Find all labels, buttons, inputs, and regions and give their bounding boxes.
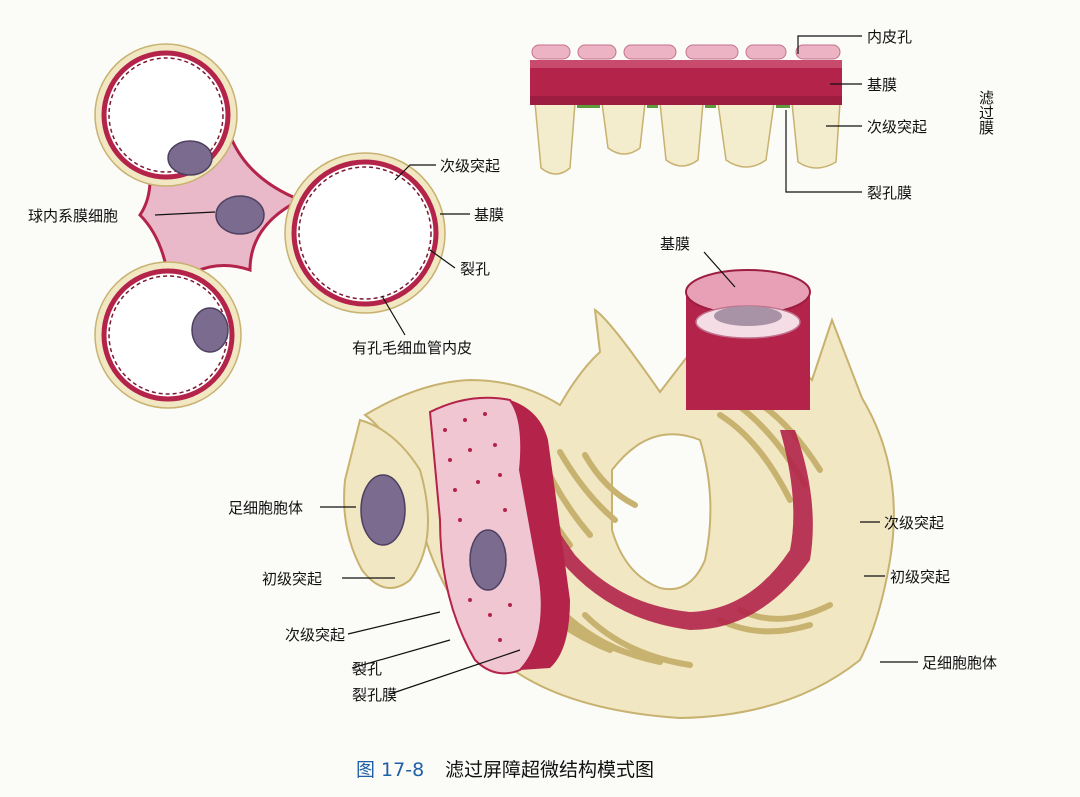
- label-primary-process-right: 初级突起: [890, 568, 950, 586]
- podocyte-3d-model: [343, 269, 895, 720]
- leader-lines: [154, 35, 918, 695]
- endothelial-nucleus: [469, 529, 507, 591]
- label-filtration-membrane: 滤过膜: [977, 90, 995, 136]
- label-basement-membrane-3d: 基膜: [660, 235, 690, 253]
- caption-title: 滤过屏障超微结构模式图: [445, 759, 654, 781]
- figure-caption: 图 17-8 滤过屏障超微结构模式图: [356, 759, 654, 781]
- label-secondary-process-top: 次级突起: [867, 118, 927, 136]
- label-podocyte-body-right: 足细胞胞体: [922, 654, 997, 672]
- foot-processes: [534, 102, 841, 175]
- podocyte-left-nucleus: [360, 474, 406, 546]
- label-primary-process-left: 初级突起: [262, 570, 322, 588]
- label-secondary-process-right: 次级突起: [884, 514, 944, 532]
- capillary-lumens: [101, 50, 439, 402]
- label-slit-left: 裂孔: [460, 260, 490, 278]
- label-slit-3d: 裂孔: [352, 660, 382, 678]
- slit-diaphragms: [577, 103, 790, 108]
- label-fenestrated-endothelium: 有孔毛细血管内皮: [352, 339, 472, 357]
- label-mesangial-cell: 球内系膜细胞: [28, 207, 118, 225]
- cell-nuclei: [167, 140, 265, 353]
- label-basement-membrane-top: 基膜: [867, 76, 897, 94]
- filtration-membrane-section: [530, 44, 842, 175]
- label-secondary-process-3d-left: 次级突起: [285, 626, 345, 644]
- podocyte-window: [611, 433, 712, 591]
- label-podocyte-body-left: 足细胞胞体: [228, 499, 303, 517]
- label-endothelial-pore: 内皮孔: [867, 28, 912, 46]
- label-secondary-process-left: 次级突起: [440, 157, 500, 175]
- endothelial-cells: [531, 44, 841, 60]
- endothelial-fenestrae: [443, 412, 512, 642]
- capillary-cross-section: [94, 43, 446, 409]
- label-basement-membrane-left: 基膜: [474, 206, 504, 224]
- caption-figure-number: 图 17-8: [356, 759, 424, 781]
- labels: 内皮孔 基膜 次级突起 裂孔膜 滤过膜 次级突起 球内系膜细胞 基膜 裂孔 有孔…: [28, 28, 997, 704]
- label-slit-membrane-top: 裂孔膜: [867, 184, 912, 202]
- label-slit-membrane-3d: 裂孔膜: [352, 686, 397, 704]
